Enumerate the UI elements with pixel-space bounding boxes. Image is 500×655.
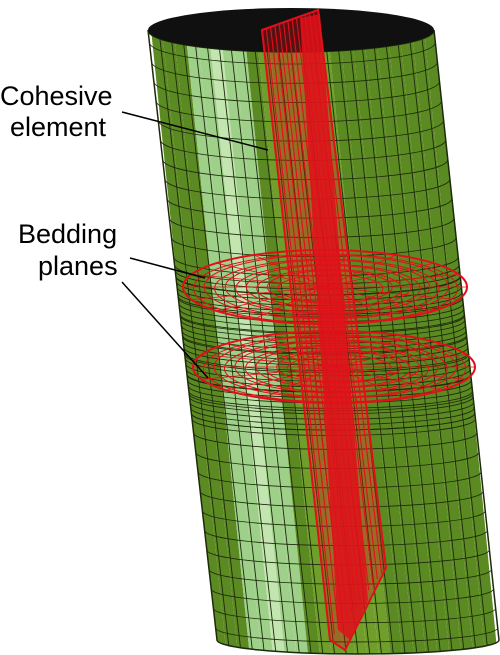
leader-lines bbox=[121, 111, 269, 379]
label-cohesive-line2: element bbox=[10, 112, 107, 142]
cohesive-leader-line bbox=[121, 111, 269, 151]
label-cohesive-line1: Cohesive bbox=[0, 81, 113, 111]
cylinder-top-cap bbox=[148, 8, 434, 52]
bedding-leader-line-upper bbox=[129, 257, 206, 279]
cohesive-element bbox=[260, 8, 388, 652]
cohesive-plane-core bbox=[300, 14, 368, 640]
label-bedding-line1: Bedding bbox=[18, 219, 117, 249]
bedding-leader-line-lower bbox=[121, 281, 209, 379]
annotation-labels: Cohesive element Bedding planes bbox=[0, 81, 118, 281]
label-bedding-line2: planes bbox=[38, 251, 118, 281]
